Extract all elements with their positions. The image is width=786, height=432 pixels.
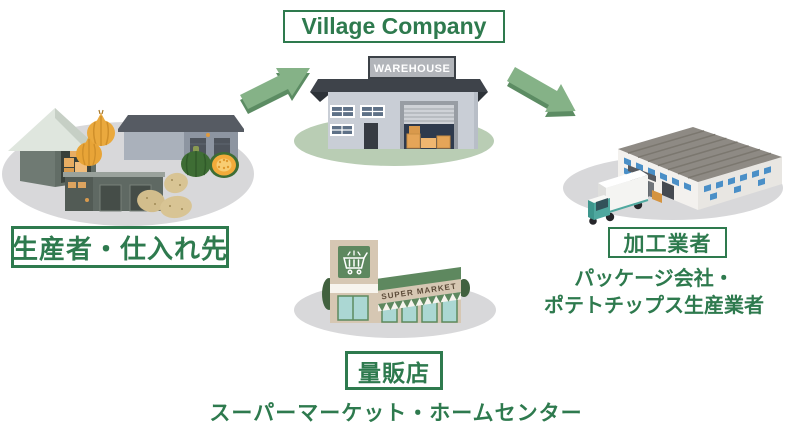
market-tower (330, 240, 378, 323)
warehouse-door (364, 123, 378, 149)
processor-subtitle-line1: パッケージ会社・ (574, 268, 734, 290)
processor-label: 加工業者 (608, 227, 727, 258)
potatoes (137, 172, 192, 219)
market-roof (376, 267, 461, 291)
supermarket-illustration: SUPER MARKET (294, 240, 496, 338)
retailer-label: 量販店 (345, 351, 443, 390)
shopping-cart-icon (343, 250, 368, 275)
producers-label-text: 生産者・仕入れ先 (12, 233, 229, 264)
company-label: Village Company (283, 10, 505, 43)
supermarket-building: SUPER MARKET (330, 240, 461, 323)
factory-roof (618, 127, 782, 182)
processor-subtitle-line2: ポテトチップス生産業者 (544, 295, 764, 317)
onions (76, 109, 115, 166)
retailer-label-text: 量販店 (358, 359, 430, 386)
market-awning (378, 292, 461, 312)
warehouse-building (310, 79, 488, 149)
cargo-box (652, 190, 662, 203)
warehouse-illustration: WAREHOUSE (294, 56, 494, 166)
factory-building (618, 127, 782, 210)
producers-label: 生産者・仕入れ先 (11, 226, 229, 268)
warehouse-sign: WAREHOUSE (368, 56, 456, 82)
delivery-truck (588, 170, 649, 225)
flow-arrow-producers-to-company-icon (240, 68, 310, 114)
factory-windows (624, 157, 771, 201)
warehouse-garage (400, 101, 458, 149)
company-label-text: Village Company (301, 13, 487, 39)
market-fascia (378, 278, 461, 304)
warehouse-sign-text: WAREHOUSE (374, 63, 451, 75)
pumpkins (181, 146, 239, 178)
processor-label-text: 加工業者 (623, 232, 712, 256)
processor-subtitle: パッケージ会社・ ポテトチップス生産業者 (522, 266, 786, 320)
warehouse-windows (330, 105, 385, 136)
retailer-subtitle: スーパーマーケット・ホームセンター (209, 402, 583, 425)
factory-illustration (563, 127, 783, 225)
farm-illustration (2, 108, 254, 226)
flow-arrow-company-to-processor-icon (507, 67, 576, 117)
